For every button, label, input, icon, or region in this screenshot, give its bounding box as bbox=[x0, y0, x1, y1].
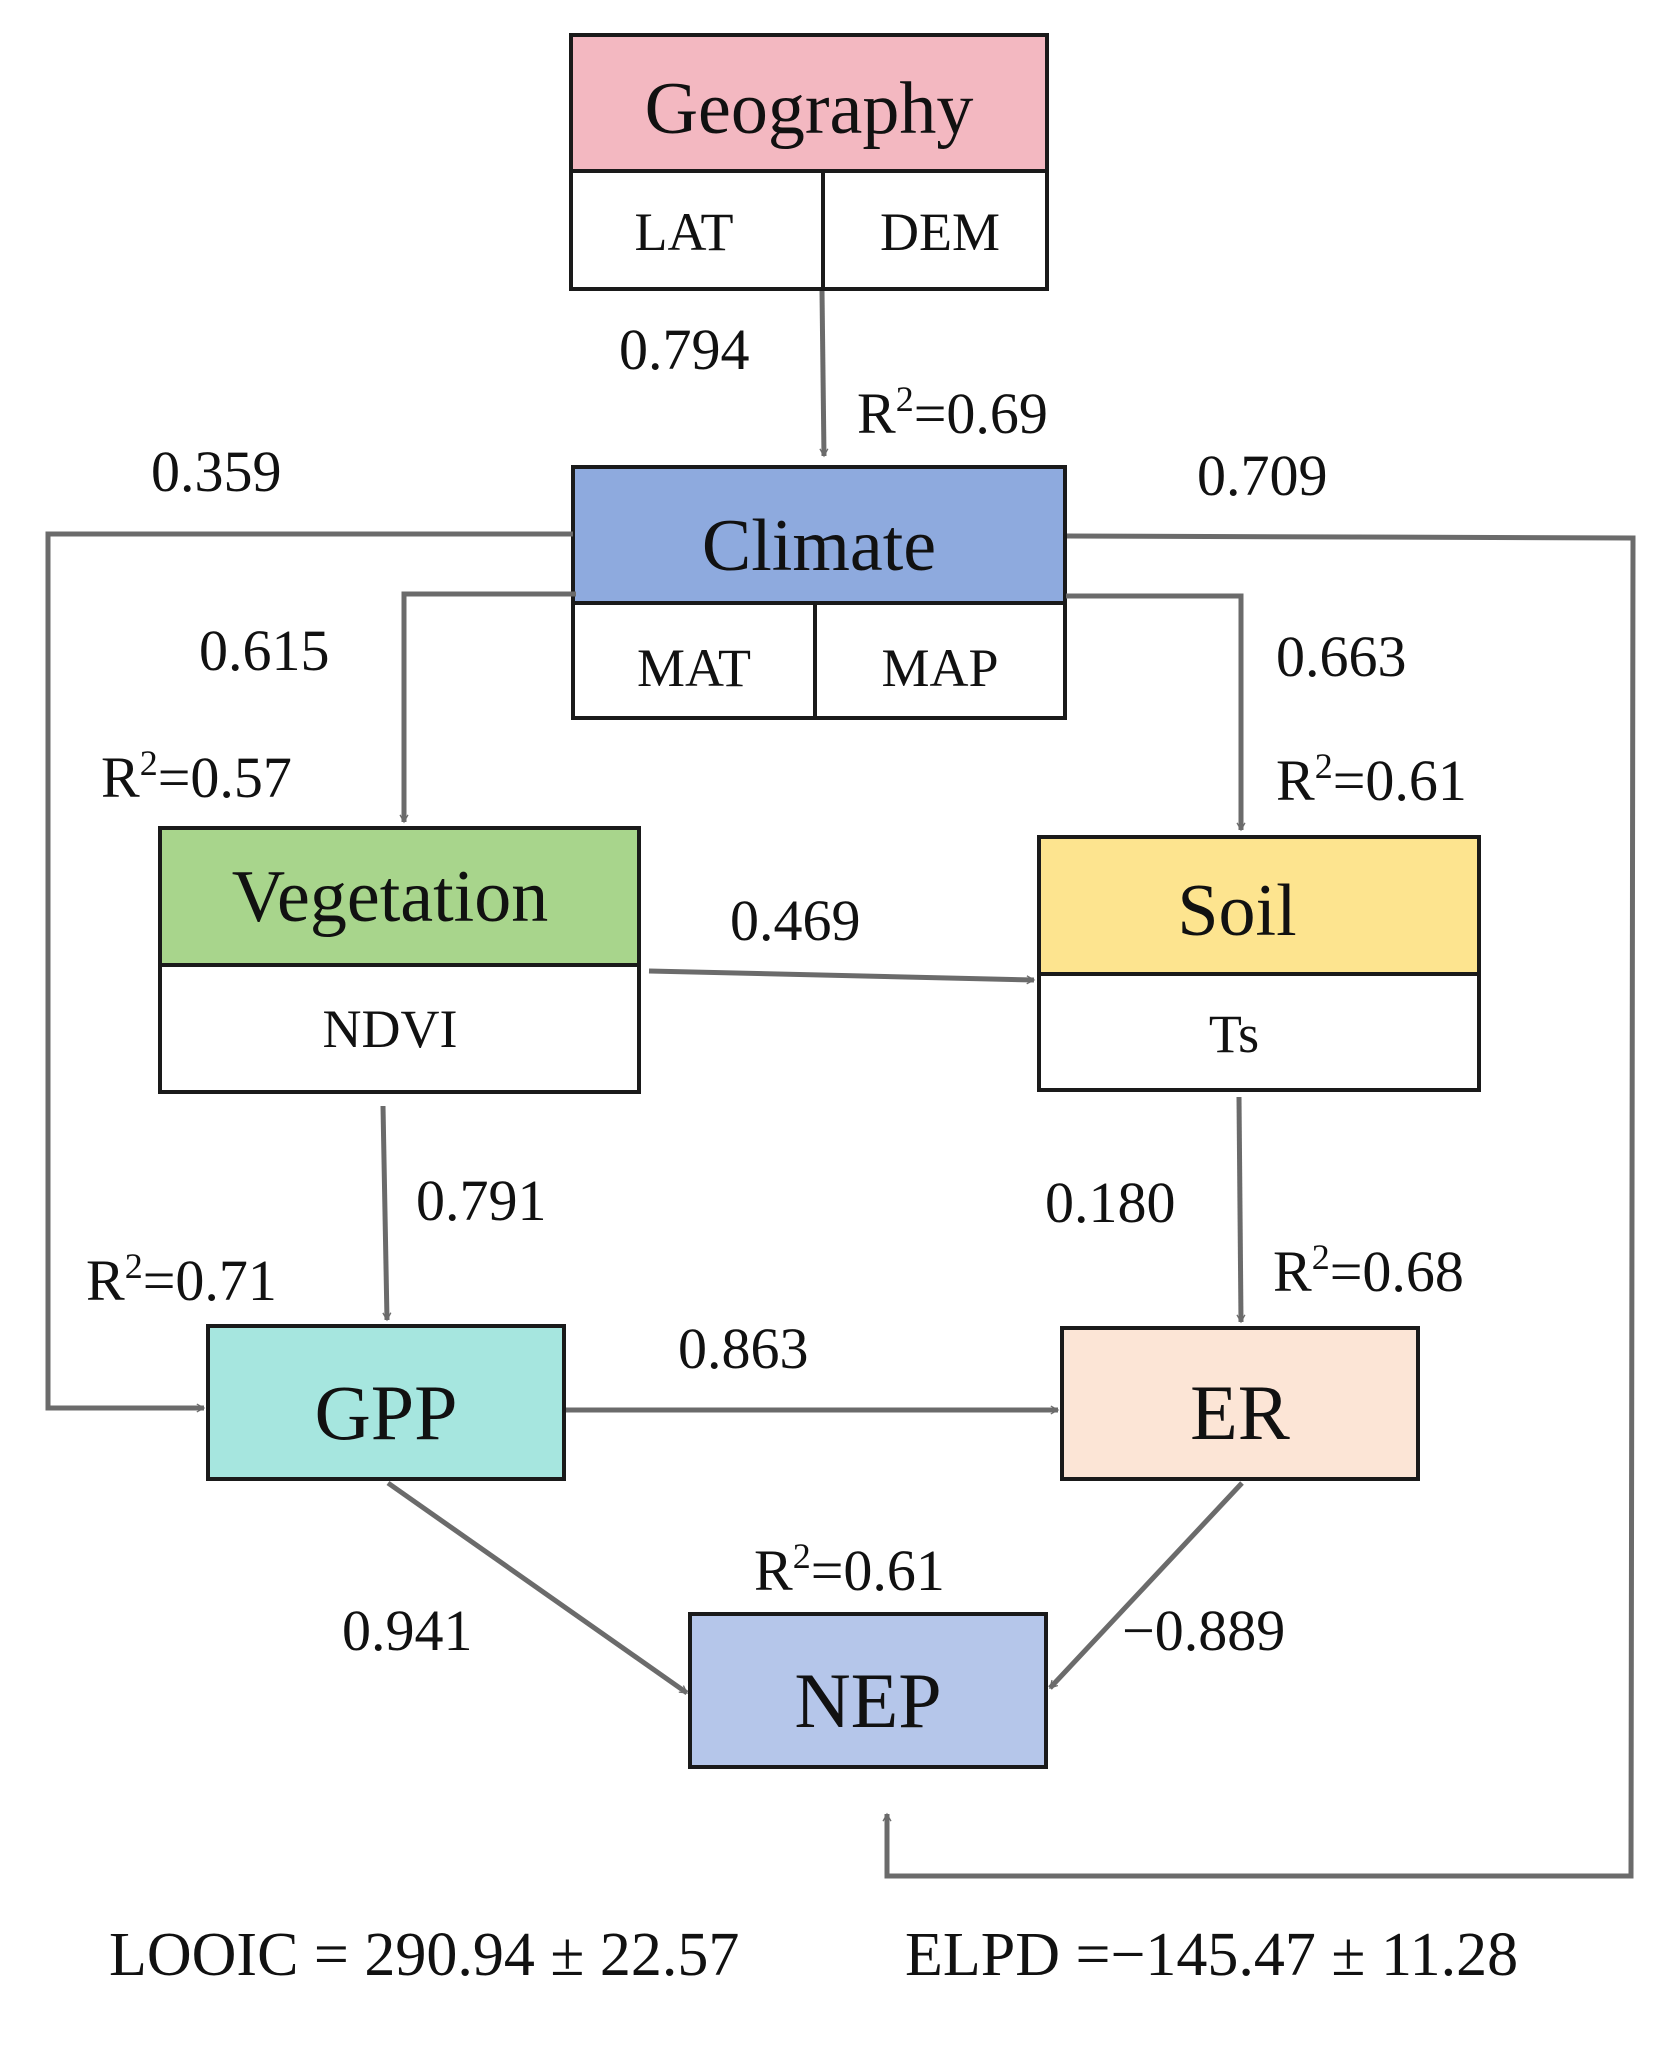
er-title: ER bbox=[1190, 1369, 1290, 1456]
r2-gpp-value: 0.71 bbox=[175, 1248, 277, 1313]
coef-gpp-er: 0.863 bbox=[678, 1316, 809, 1381]
r2-vegetation-sup: 2 bbox=[140, 743, 158, 783]
r2-soil-sup: 2 bbox=[1315, 746, 1333, 786]
r2-nep-sup: 2 bbox=[793, 1536, 811, 1576]
node-geography: Geography LAT DEM bbox=[569, 33, 1049, 291]
coef-soil-er: 0.180 bbox=[1045, 1170, 1176, 1235]
r2-soil-eq: = bbox=[1333, 748, 1366, 813]
coef-climate-nep: 0.709 bbox=[1197, 443, 1328, 508]
soil-header bbox=[1037, 835, 1481, 976]
soil-var-ts: Ts bbox=[1209, 1004, 1259, 1064]
r2-gpp-label: R2=0.71 bbox=[86, 1246, 277, 1313]
r2-climate-sup: 2 bbox=[896, 379, 914, 419]
node-vegetation: Vegetation NDVI bbox=[158, 826, 641, 1094]
node-gpp: GPP bbox=[206, 1324, 566, 1481]
arrow-climate-vegetation bbox=[399, 591, 576, 824]
er-box bbox=[1060, 1326, 1420, 1481]
gpp-box bbox=[206, 1324, 566, 1481]
arrow-gpp-nep bbox=[386, 1480, 689, 1696]
r2-gpp-sup: 2 bbox=[125, 1246, 143, 1286]
vegetation-title: Vegetation bbox=[232, 856, 548, 938]
footer-looic: LOOIC = 290.94 ± 22.57 bbox=[109, 1921, 739, 1989]
r2-er-label: R2=0.68 bbox=[1273, 1237, 1464, 1304]
node-soil: Soil Ts bbox=[1037, 835, 1481, 1092]
coef-vegetation-gpp: 0.791 bbox=[416, 1168, 547, 1233]
coef-er-nep: −0.889 bbox=[1122, 1598, 1285, 1663]
node-climate: Climate MAT MAP bbox=[571, 465, 1067, 720]
arrow-climate-soil bbox=[1066, 593, 1246, 832]
node-nep: NEP bbox=[688, 1612, 1048, 1769]
coef-climate-soil: 0.663 bbox=[1276, 624, 1407, 689]
r2-soil-value: 0.61 bbox=[1365, 748, 1467, 813]
r2-vegetation-value: 0.57 bbox=[190, 745, 292, 810]
r2-nep-prefix: R bbox=[754, 1538, 793, 1603]
climate-title: Climate bbox=[702, 505, 936, 587]
geography-var-lat: LAT bbox=[635, 202, 734, 262]
coef-gpp-nep: 0.941 bbox=[342, 1598, 473, 1663]
r2-nep-label: R2=0.61 bbox=[754, 1536, 945, 1603]
r2-nep-eq: = bbox=[811, 1538, 844, 1603]
vegetation-header bbox=[158, 826, 641, 967]
r2-soil-label: R2=0.61 bbox=[1276, 746, 1467, 813]
r2-climate-eq: = bbox=[914, 381, 947, 446]
climate-var-map: MAP bbox=[881, 638, 998, 698]
gpp-title: GPP bbox=[314, 1369, 457, 1456]
r2-climate-prefix: R bbox=[857, 381, 896, 446]
nep-box bbox=[688, 1612, 1048, 1769]
arrow-climate-gpp bbox=[45, 531, 573, 1413]
footer-elpd: ELPD =−145.47 ± 11.28 bbox=[905, 1921, 1518, 1989]
climate-var-mat: MAT bbox=[637, 638, 751, 698]
arrow-soil-er bbox=[1236, 1096, 1246, 1324]
geography-vars-box bbox=[569, 169, 1049, 291]
r2-er-prefix: R bbox=[1273, 1239, 1312, 1304]
r2-gpp-eq: = bbox=[143, 1248, 176, 1313]
nep-title: NEP bbox=[794, 1657, 941, 1744]
r2-vegetation-prefix: R bbox=[101, 745, 140, 810]
geography-header bbox=[569, 33, 1049, 173]
coef-vegetation-soil: 0.469 bbox=[730, 888, 861, 953]
r2-climate-label: R2=0.69 bbox=[857, 379, 1048, 446]
arrow-geography-climate bbox=[819, 290, 829, 458]
vegetation-vars-box bbox=[158, 963, 641, 1094]
climate-vars-box bbox=[571, 601, 1067, 720]
soil-vars-box bbox=[1037, 972, 1481, 1092]
coef-climate-vegetation: 0.615 bbox=[199, 618, 330, 683]
soil-title: Soil bbox=[1177, 870, 1296, 952]
r2-nep-value: 0.61 bbox=[843, 1538, 945, 1603]
r2-soil-prefix: R bbox=[1276, 748, 1315, 813]
r2-er-eq: = bbox=[1330, 1239, 1363, 1304]
coef-climate-gpp: 0.359 bbox=[151, 439, 282, 504]
geography-var-dem: DEM bbox=[880, 202, 1000, 262]
arrow-climate-nep bbox=[882, 533, 1636, 1879]
geography-title: Geography bbox=[645, 68, 974, 150]
node-er: ER bbox=[1060, 1326, 1420, 1481]
r2-gpp-prefix: R bbox=[86, 1248, 125, 1313]
arrow-er-nep bbox=[1048, 1481, 1244, 1690]
arrow-vegetation-soil bbox=[648, 968, 1036, 985]
r2-er-value: 0.68 bbox=[1362, 1239, 1464, 1304]
arrow-vegetation-gpp bbox=[380, 1105, 392, 1322]
r2-er-sup: 2 bbox=[1312, 1237, 1330, 1277]
r2-climate-value: 0.69 bbox=[946, 381, 1048, 446]
vegetation-var-ndvi: NDVI bbox=[323, 999, 458, 1059]
r2-vegetation-eq: = bbox=[158, 745, 191, 810]
coef-geography-climate: 0.794 bbox=[619, 317, 750, 382]
r2-vegetation-label: R2=0.57 bbox=[101, 743, 292, 810]
